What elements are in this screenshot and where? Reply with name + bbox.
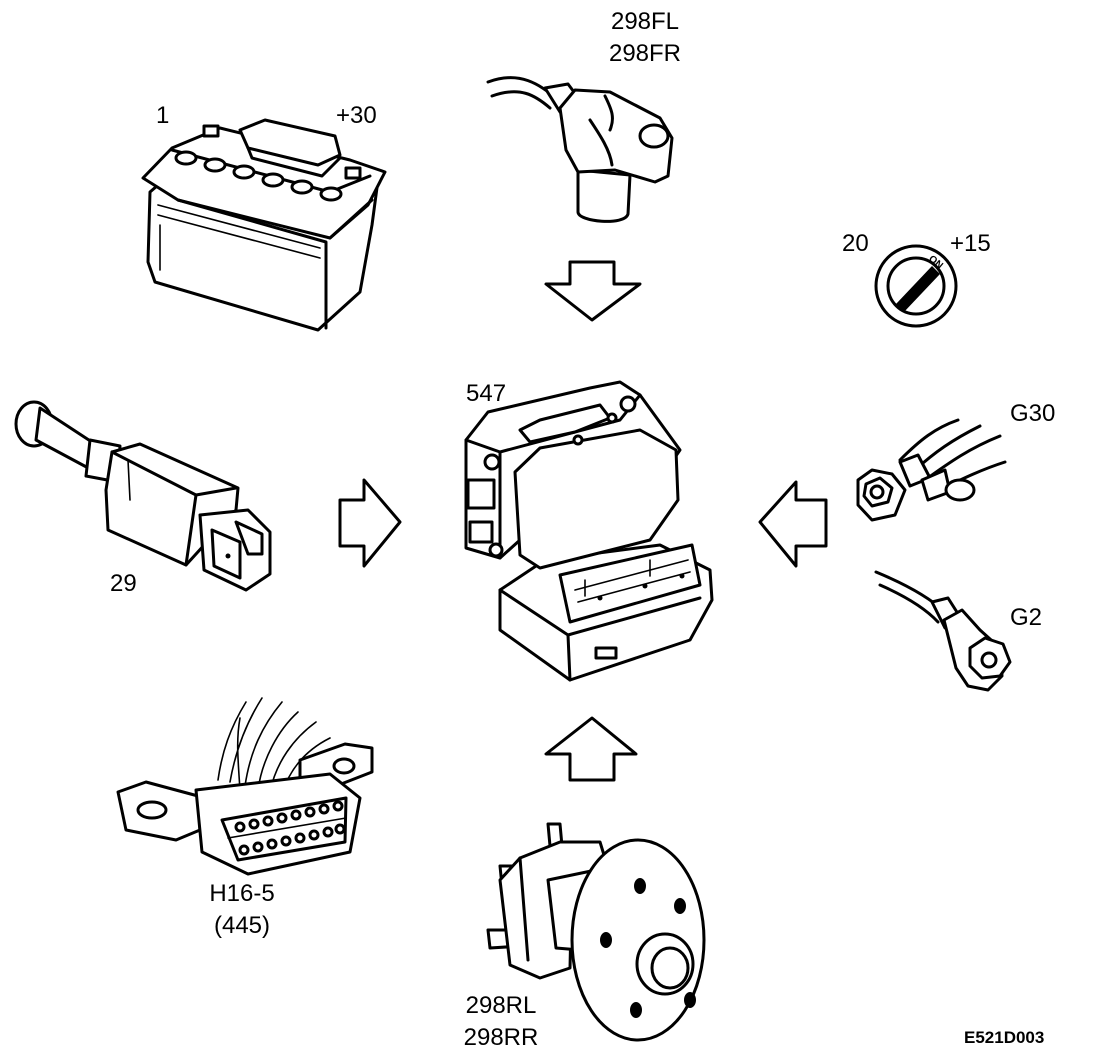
diagnostic-connector-label: H16-5 (445) <box>184 878 300 942</box>
arrow-up-icon <box>544 716 638 782</box>
battery-illustration <box>141 118 387 332</box>
ground-point-g2-illustration <box>874 570 1012 692</box>
ground-point-g30-illustration <box>856 418 1007 522</box>
diagnostic-connector-pins <box>234 800 346 856</box>
ignition-switch-terminal-label: +15 <box>950 230 991 257</box>
arrow-right-icon <box>338 478 402 568</box>
front-wheel-sensor-ref-2: 298FR <box>608 40 682 67</box>
brake-light-switch-illustration <box>14 400 272 592</box>
battery-cell-caps <box>174 150 343 202</box>
arrow-left-icon <box>758 480 828 568</box>
battery-terminal-label: +30 <box>336 102 377 129</box>
front-wheel-sensor-label: 298FL 298FR <box>590 6 700 70</box>
ignition-switch-ref-label: 20 <box>842 230 869 257</box>
control-module-illustration <box>464 380 714 682</box>
brake-light-switch-ref-label: 29 <box>110 570 137 597</box>
front-wheel-sensor-ref-1: 298FL <box>610 8 680 35</box>
rear-hub-bolt-holes <box>600 878 696 1018</box>
figure-code: E521D003 <box>964 1028 1045 1047</box>
ignition-switch-illustration: ON <box>874 244 958 328</box>
battery-ref-label: 1 <box>156 102 170 129</box>
control-module-ref-label: 547 <box>466 380 507 407</box>
rear-wheel-sensor-label: 298RL 298RR <box>446 990 556 1054</box>
ground-point-g2-label: G2 <box>1010 604 1043 631</box>
rear-wheel-sensor-ref-2: 298RR <box>463 1024 539 1051</box>
rear-wheel-sensor-illustration <box>486 822 706 1042</box>
front-wheel-sensor-illustration <box>486 76 674 223</box>
arrow-down-icon <box>544 260 642 322</box>
diagnostic-connector-ref-1: H16-5 <box>209 880 275 907</box>
rear-wheel-sensor-ref-1: 298RL <box>465 992 537 1019</box>
ground-point-g30-label: G30 <box>1010 400 1056 427</box>
diagnostic-connector-illustration <box>116 697 374 876</box>
diagnostic-connector-ref-2: (445) <box>213 912 271 939</box>
